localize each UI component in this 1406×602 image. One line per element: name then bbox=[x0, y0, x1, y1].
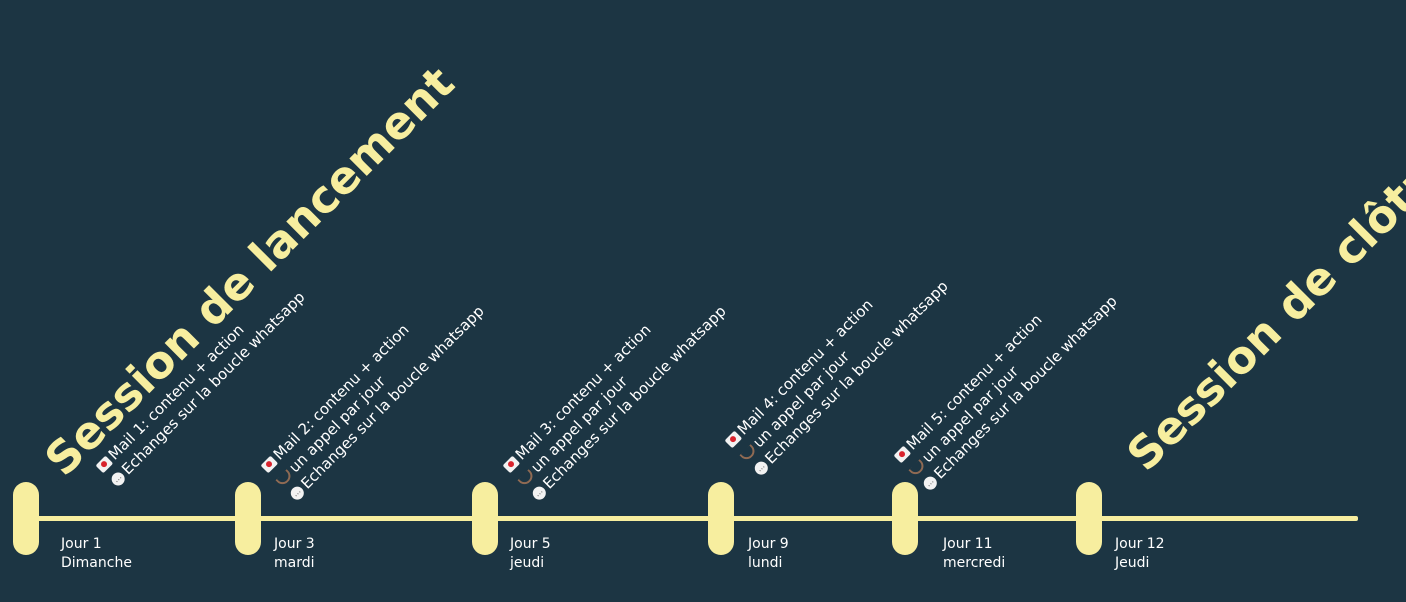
day-label-5: Jour 5 jeudi bbox=[510, 535, 551, 573]
session-start-title: Session de lancement bbox=[34, 56, 465, 487]
day-marker-3 bbox=[235, 482, 261, 555]
session-end-title: Session de clôture bbox=[1116, 112, 1406, 482]
day-number: Jour 5 bbox=[510, 536, 551, 552]
timeline-line bbox=[26, 516, 1358, 521]
day-marker-12 bbox=[1076, 482, 1102, 555]
day-number: Jour 11 bbox=[943, 536, 993, 552]
day-weekday: jeudi bbox=[510, 555, 545, 571]
call-note: un appel par jour bbox=[271, 287, 474, 490]
notes-day-5: Mail 3: contenu + action un appel par jo… bbox=[499, 273, 730, 504]
day-label-11: Jour 11 mercredi bbox=[943, 535, 1005, 573]
day-number: Jour 1 bbox=[61, 536, 102, 552]
day-number: Jour 9 bbox=[748, 536, 789, 552]
day-label-1: Jour 1 Dimanche bbox=[61, 535, 132, 573]
mail-note: Mail 3: contenu + action bbox=[499, 273, 702, 476]
day-marker-5 bbox=[472, 482, 498, 555]
day-weekday: Dimanche bbox=[61, 555, 132, 571]
day-weekday: mardi bbox=[274, 555, 315, 571]
mail-note: Mail 4: contenu + action bbox=[721, 248, 924, 451]
day-label-9: Jour 9 lundi bbox=[748, 535, 789, 573]
day-number: Jour 3 bbox=[274, 536, 315, 552]
day-number: Jour 12 bbox=[1115, 536, 1165, 552]
day-marker-9 bbox=[708, 482, 734, 555]
day-weekday: lundi bbox=[748, 555, 783, 571]
day-marker-1 bbox=[13, 482, 39, 555]
day-label-3: Jour 3 mardi bbox=[274, 535, 315, 573]
day-label-12: Jour 12 Jeudi bbox=[1115, 535, 1165, 573]
day-weekday: Jeudi bbox=[1115, 555, 1150, 571]
day-marker-11 bbox=[892, 482, 918, 555]
day-weekday: mercredi bbox=[943, 555, 1006, 571]
call-note: un appel par jour bbox=[513, 287, 716, 490]
